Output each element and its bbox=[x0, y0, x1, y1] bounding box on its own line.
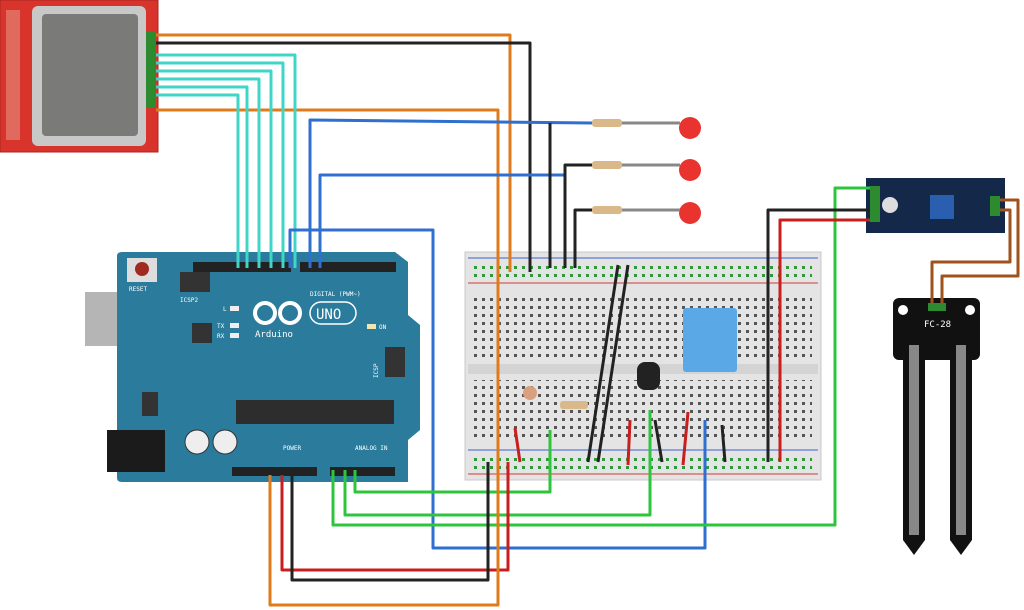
wire-blue bbox=[318, 173, 565, 268]
wire-blue bbox=[308, 118, 593, 268]
resistor bbox=[592, 119, 622, 127]
resistor bbox=[560, 401, 588, 409]
led-red bbox=[679, 202, 701, 224]
arduino-logo: UNO Arduino bbox=[253, 301, 357, 340]
wire-orange bbox=[156, 33, 512, 272]
atmega-chip bbox=[236, 400, 394, 424]
power-jack bbox=[107, 430, 165, 472]
led-on-label: ON bbox=[379, 324, 387, 331]
led-l-label: L bbox=[223, 306, 227, 313]
digital-label: DIGITAL (PWM~) bbox=[310, 291, 361, 298]
reset-label: RESET bbox=[129, 286, 147, 293]
capacitor bbox=[184, 429, 210, 455]
digital-header-high bbox=[193, 262, 291, 272]
resistors-and-leds bbox=[592, 117, 701, 224]
wire-blue bbox=[288, 228, 707, 550]
icsp-label: ICSP bbox=[373, 363, 380, 378]
led-tx bbox=[230, 323, 239, 328]
nokia-lcd-module bbox=[0, 0, 159, 153]
led-l bbox=[230, 306, 239, 311]
wire-green bbox=[331, 186, 870, 527]
led-on bbox=[367, 324, 376, 329]
wire-brown bbox=[930, 198, 1020, 303]
wires bbox=[156, 33, 1020, 607]
fc28-label: FC-28 bbox=[924, 320, 951, 330]
icsp2-label: ICSP2 bbox=[180, 297, 198, 304]
dht11-sensor bbox=[683, 308, 737, 372]
wire-black bbox=[290, 462, 490, 582]
icsp-header bbox=[385, 347, 405, 377]
voltage-regulator bbox=[142, 392, 158, 416]
soil-sensor-module bbox=[866, 178, 1005, 233]
wire-black bbox=[548, 123, 592, 268]
analog-header bbox=[330, 467, 395, 476]
analog-label: ANALOG IN bbox=[355, 445, 388, 452]
fc28-moisture-probe: FC-28 bbox=[893, 298, 980, 555]
digital-header-low bbox=[300, 262, 396, 272]
wire-red bbox=[280, 462, 510, 572]
resistor bbox=[592, 161, 622, 169]
temperature-sensor bbox=[637, 362, 660, 390]
led-red bbox=[679, 117, 701, 139]
wire-green bbox=[353, 430, 552, 494]
logo-brand: Arduino bbox=[255, 330, 293, 340]
wire-orange bbox=[268, 272, 500, 607]
arduino-uno-board: RESET ICSP2 DIGITAL (PWM~) L TX RX UNO A… bbox=[85, 252, 420, 482]
wire-black bbox=[766, 208, 870, 462]
usb-chip bbox=[192, 323, 212, 343]
led-rx-label: RX bbox=[217, 333, 225, 340]
wire-red-jumpers bbox=[513, 411, 690, 466]
ldr bbox=[523, 386, 537, 400]
capacitor bbox=[212, 429, 238, 455]
icsp2-header bbox=[180, 272, 210, 292]
power-label: POWER bbox=[283, 445, 301, 452]
wire-black bbox=[156, 41, 532, 272]
reset-button-cap[interactable] bbox=[135, 262, 149, 276]
led-rx bbox=[230, 333, 239, 338]
wire-red bbox=[778, 218, 870, 462]
logo-uno: UNO bbox=[316, 307, 341, 323]
wire-cyan bbox=[156, 53, 297, 268]
power-header bbox=[232, 467, 317, 476]
led-red bbox=[679, 159, 701, 181]
wire-orange bbox=[156, 108, 500, 272]
led-tx-label: TX bbox=[217, 323, 225, 330]
wire-black-jumpers bbox=[586, 264, 727, 463]
resistor bbox=[592, 206, 622, 214]
